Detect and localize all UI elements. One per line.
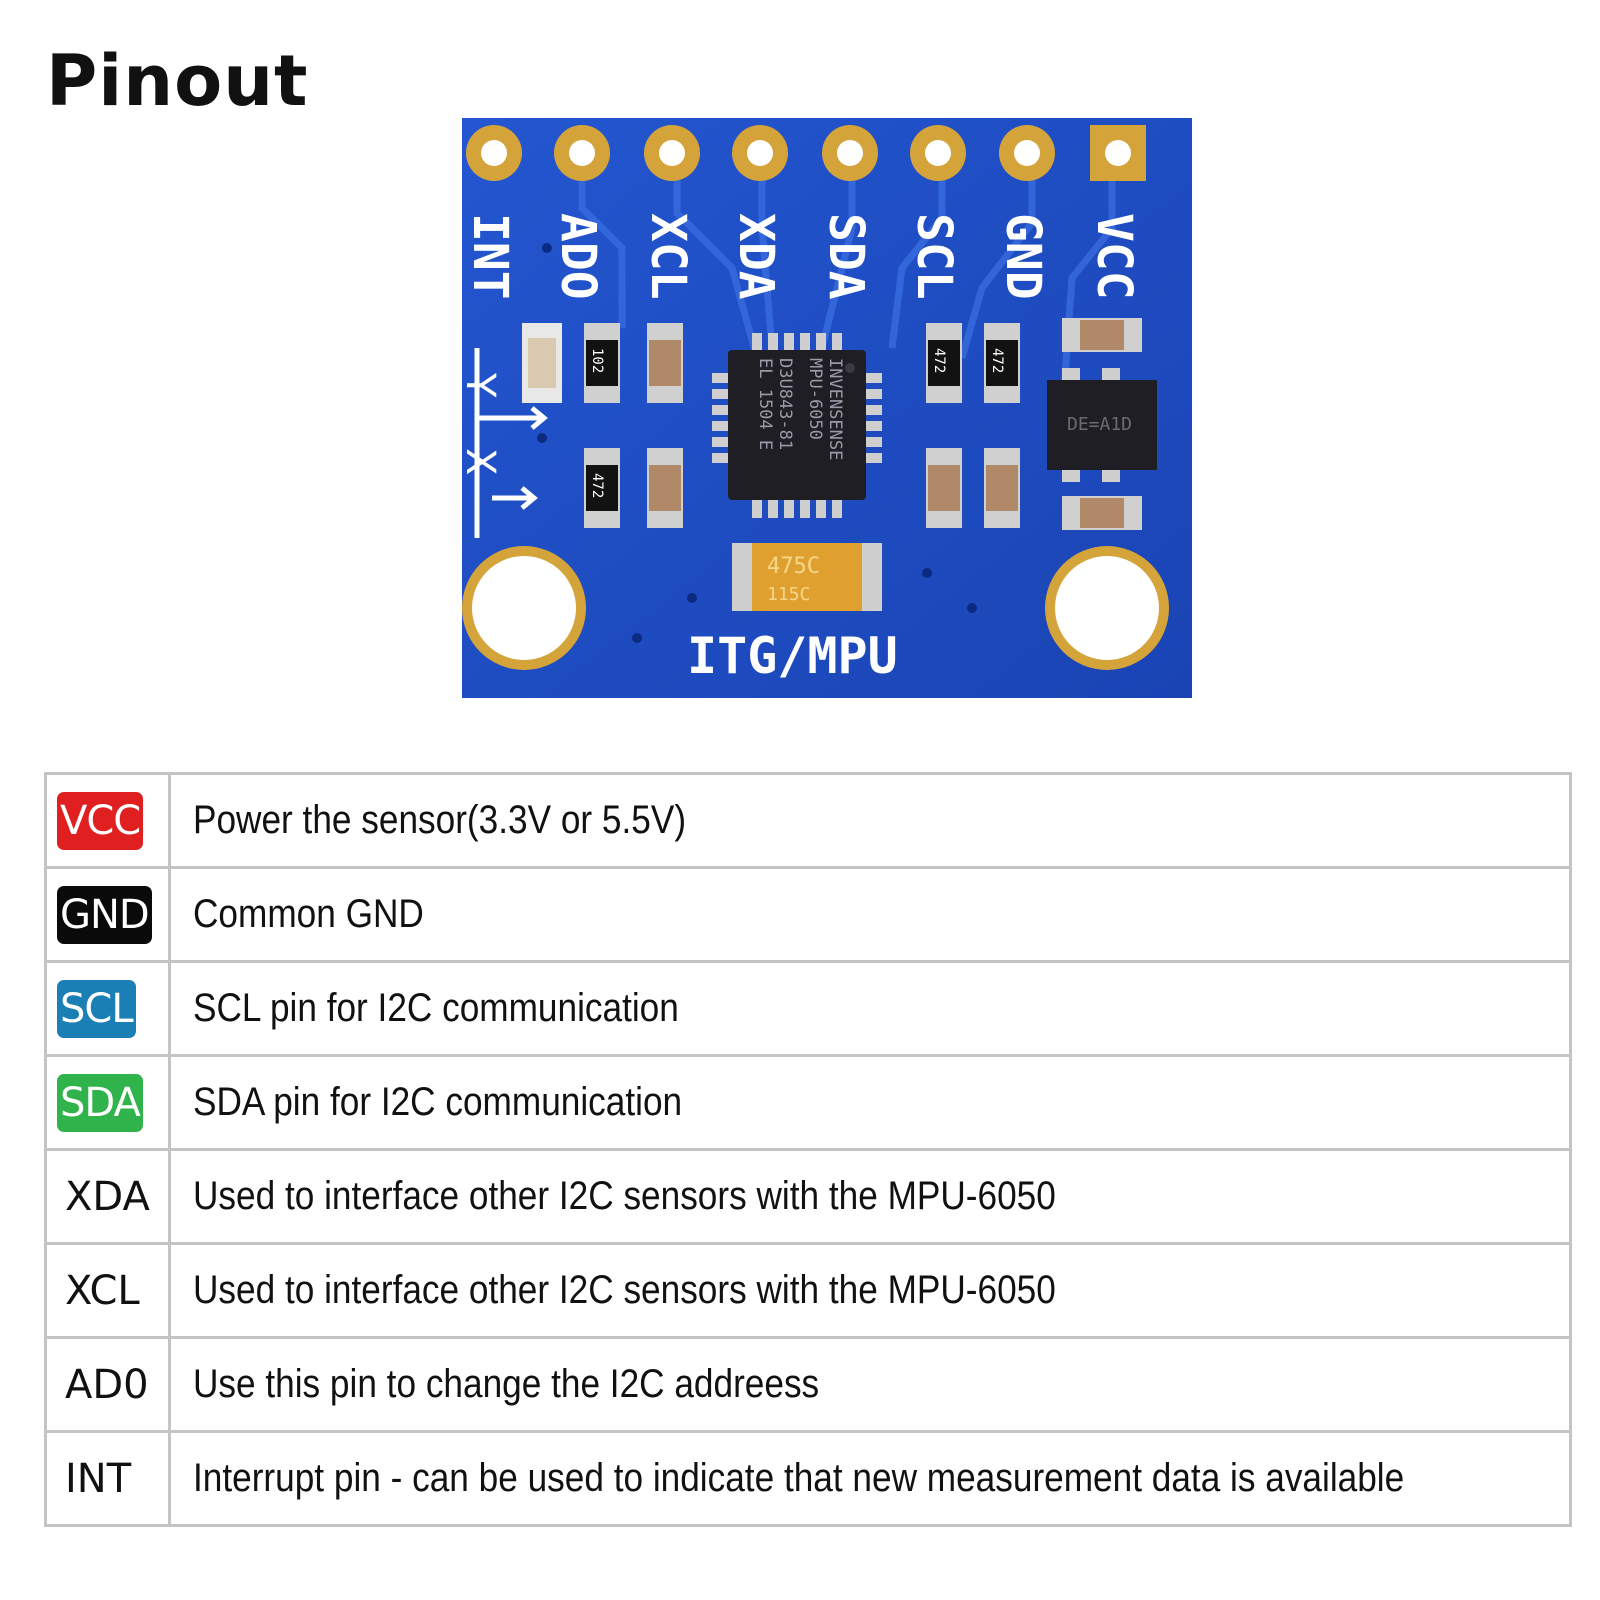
mounting-hole-right <box>1045 546 1169 670</box>
pin-name-vcc: VCC <box>57 791 144 850</box>
led <box>522 323 562 403</box>
capacitor-c2 <box>647 448 683 528</box>
pin-name-gnd: GND <box>57 885 152 944</box>
page-title: Pinout <box>46 40 309 122</box>
resistor-r4: 472 <box>984 323 1020 403</box>
mpu6050-board-image: INT ADO XCL XDA SDA SCL GND VCC Y X 102 … <box>462 118 1192 698</box>
pin-description: Common GND <box>192 892 424 936</box>
svg-text:472: 472 <box>931 348 947 373</box>
capacitor-c6 <box>1062 496 1142 530</box>
table-row: SCL SCL pin for I2C communication <box>44 960 1573 1057</box>
tantalum-capacitor: 475C 115C <box>732 543 882 611</box>
axis-label-y: Y <box>462 372 503 398</box>
board-pin-label-gnd: GND <box>995 213 1051 300</box>
vias <box>537 243 977 643</box>
pin-description-cell: Used to interface other I2C sensors with… <box>167 1242 1573 1339</box>
pin-description-cell: SDA pin for I2C communication <box>167 1054 1573 1151</box>
svg-text:472: 472 <box>589 473 605 498</box>
resistor-r2: 472 <box>584 448 620 528</box>
chip-text-model: MPU-6050 <box>805 358 825 440</box>
resistor-r3: 472 <box>926 323 962 403</box>
chip-text-brand: INVENSENSE <box>825 358 845 460</box>
pin-description: Used to interface other I2C sensors with… <box>192 1174 1056 1218</box>
capacitor-c4 <box>984 448 1020 528</box>
chip-text-date: EL 1504 E <box>755 358 775 450</box>
board-pin-label-ado: ADO <box>550 213 606 300</box>
pin-pad <box>644 125 700 181</box>
pin-cell: AD0 <box>44 1336 171 1433</box>
table-row: XCL Used to interface other I2C sensors w… <box>44 1242 1573 1339</box>
capacitor-c5 <box>1062 318 1142 352</box>
pin-name-int: INT <box>65 1455 132 1502</box>
voltage-regulator: DE=A1D <box>1047 368 1157 482</box>
pin-cell: SCL <box>44 960 171 1057</box>
header-pads <box>466 125 1146 181</box>
pin-description-cell: Power the sensor(3.3V or 5.5V) <box>167 772 1573 869</box>
board-pin-label-sda: SDA <box>818 213 874 300</box>
pin-description: SCL pin for I2C communication <box>192 986 679 1030</box>
pin-description: Used to interface other I2C sensors with… <box>192 1268 1056 1312</box>
board-pin-label-vcc: VCC <box>1086 213 1142 300</box>
axis-marker <box>474 348 548 538</box>
pin-pad <box>910 125 966 181</box>
chip-text-lot: D3U843-81 <box>775 358 795 450</box>
pin-pad <box>732 125 788 181</box>
svg-text:102: 102 <box>589 348 605 373</box>
pin-name-scl: SCL <box>57 979 136 1038</box>
board-pin-label-xda: XDA <box>728 213 784 300</box>
capacitor-c1 <box>647 323 683 403</box>
mounting-hole-left <box>462 546 586 670</box>
pin-cell: XCL <box>44 1242 171 1339</box>
pin-name-xda: XDA <box>65 1173 150 1220</box>
capacitor-c3 <box>926 448 962 528</box>
pin-description: SDA pin for I2C communication <box>192 1080 682 1124</box>
svg-text:472: 472 <box>989 348 1005 373</box>
table-row: AD0 Use this pin to change the I2C addree… <box>44 1336 1573 1433</box>
pin-name-ad0: AD0 <box>65 1361 149 1408</box>
pin-description-cell: Interrupt pin - can be used to indicate … <box>167 1430 1573 1527</box>
table-row: XDA Used to interface other I2C sensors w… <box>44 1148 1573 1245</box>
board-pin-label-scl: SCL <box>906 213 962 300</box>
pin-description: Power the sensor(3.3V or 5.5V) <box>192 798 686 842</box>
capacitor-text-1: 475C <box>767 554 820 579</box>
pin-cell: XDA <box>44 1148 171 1245</box>
pin-description: Use this pin to change the I2C addreess <box>192 1362 819 1406</box>
pinout-table: VCC Power the sensor(3.3V or 5.5V) GND Comm… <box>44 772 1573 1527</box>
table-row: GND Common GND <box>44 866 1573 963</box>
pin-cell: VCC <box>44 772 171 869</box>
pin-pad-square <box>1090 125 1146 181</box>
axis-label-x: X <box>462 448 503 475</box>
pin-description: Interrupt pin - can be used to indicate … <box>192 1456 1404 1500</box>
mpu6050-chip: INVENSENSE MPU-6050 D3U843-81 EL 1504 E <box>712 333 882 518</box>
board-pin-label-xcl: XCL <box>640 213 696 300</box>
pin-cell: SDA <box>44 1054 171 1151</box>
pin-pad <box>822 125 878 181</box>
table-row: SDA SDA pin for I2C communication <box>44 1054 1573 1151</box>
pin-description-cell: Common GND <box>167 866 1573 963</box>
pin-name-xcl: XCL <box>65 1267 140 1314</box>
pin-description-cell: Use this pin to change the I2C addreess <box>167 1336 1573 1433</box>
pin-pad <box>999 125 1055 181</box>
pin-pad <box>466 125 522 181</box>
pin-name-sda: SDA <box>57 1073 143 1132</box>
capacitor-text-2: 115C <box>767 584 810 605</box>
pin-description-cell: SCL pin for I2C communication <box>167 960 1573 1057</box>
table-row: INT Interrupt pin - can be used to indica… <box>44 1430 1573 1527</box>
pin-description-cell: Used to interface other I2C sensors with… <box>167 1148 1573 1245</box>
table-row: VCC Power the sensor(3.3V or 5.5V) <box>44 772 1573 869</box>
pin-pad <box>554 125 610 181</box>
board-label: ITG/MPU <box>687 627 898 685</box>
regulator-text: DE=A1D <box>1067 414 1132 435</box>
pin-cell: GND <box>44 866 171 963</box>
board-pin-label-int: INT <box>462 213 518 300</box>
pin-cell: INT <box>44 1430 171 1527</box>
resistor-r1: 102 <box>584 323 620 403</box>
